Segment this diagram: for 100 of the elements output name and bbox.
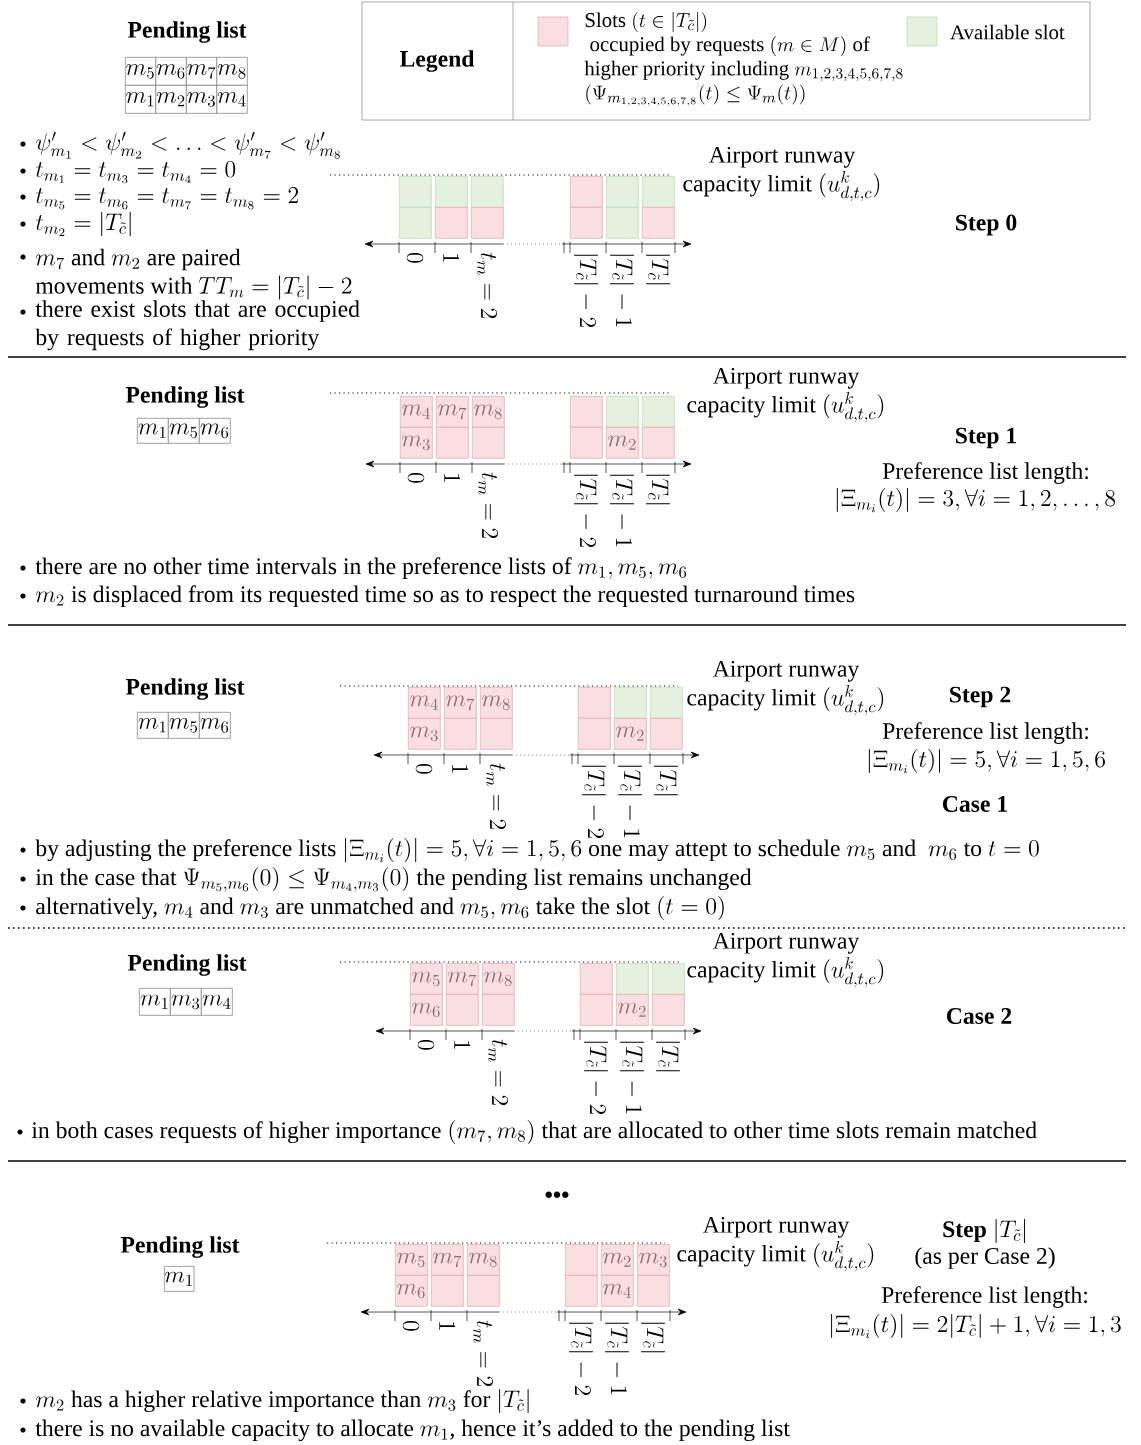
- slot-box: [471, 176, 504, 208]
- tick-label: $t_m = 2$: [486, 763, 506, 830]
- slot-box: [471, 207, 504, 239]
- step-heading: Step 1: [956, 427, 1016, 449]
- slot-box: $m_4$: [400, 396, 433, 428]
- slot-box: $m_8$: [472, 396, 505, 428]
- tick-label: $1$: [439, 1322, 456, 1330]
- slot-box: [570, 396, 603, 428]
- pending-list-heading: Pending list: [127, 21, 247, 43]
- pending-list-cell: $m_7$: [186, 57, 218, 86]
- preference-label: Preference list length:: [881, 1286, 1087, 1308]
- tick-label: $|T_{\tilde{c}}| - 1$: [618, 765, 642, 838]
- tick-label: $|T_{\tilde{c}}| - 2$: [574, 254, 598, 328]
- slot-box: [570, 207, 603, 239]
- pending-list-cell: $m_1$: [164, 1266, 195, 1292]
- bullet-text: $m_2\text{ has a higher relative importance than }m_3\text{ for }|T_{\tilde{c}}|$: [36, 1389, 529, 1413]
- slot-box: $m_2$: [616, 994, 649, 1026]
- bullet-text: $t_{m_2} = |T_{\tilde{c}}|$: [35, 212, 131, 237]
- slot-box: $m_2$: [606, 427, 639, 459]
- slot-box: [482, 994, 515, 1026]
- slot-box: [650, 718, 683, 750]
- slot-box: $m_4$: [601, 1275, 634, 1307]
- pending-list-cell: $m_2$: [155, 85, 187, 114]
- slot-box: [606, 396, 639, 428]
- legend-heading: Legend: [399, 50, 475, 72]
- tick-label: $1$: [444, 474, 461, 482]
- pending-list-heading: Pending list: [125, 386, 245, 408]
- capacity-label: $\begin{array}{c}\text{Airport runway}\\ \text{capacity limit }(u^k_{d,t,c})\end{array}$: [687, 660, 884, 716]
- slot-box: [616, 963, 649, 995]
- slot-box: [606, 176, 639, 208]
- slot-box: [399, 207, 432, 239]
- slot-box: $m_7$: [431, 1244, 464, 1276]
- formula: $|\Xi_{m_i}(t)| = 3, \forall i = 1, 2, \ldots, 8$: [836, 487, 1115, 513]
- step-heading: $\text{Step }|T_{\tilde{c}}|$: [943, 1219, 1026, 1243]
- slot-box: [467, 1275, 500, 1307]
- slot-box: $m_6$: [395, 1275, 428, 1307]
- slot-box: [642, 207, 675, 239]
- slot-box: $m_8$: [467, 1244, 500, 1276]
- slot-box: [436, 427, 469, 459]
- bullet-text: $\text{there are no other time intervals in the preference lists of }m_1, m_5, m_6$: [35, 557, 687, 580]
- slot-box: $m_3$: [637, 1244, 670, 1276]
- capacity-label: $\begin{array}{c}\text{Airport runway}\\ \text{capacity limit }(u^k_{d,t,c})\end{array}$: [687, 932, 884, 988]
- slot-box: [580, 994, 613, 1026]
- slot-box: $m_5$: [395, 1244, 428, 1276]
- tick-label: $1$: [443, 254, 460, 262]
- bullet-text: $m_2\text{ is displaced from its requested time so as to respect the requested turnaround times}$: [36, 585, 855, 608]
- tick-label: $|T_{\tilde{c}}|$: [654, 765, 678, 796]
- slot-box: [637, 1275, 670, 1307]
- tick-label: $t_m = 2$: [488, 1039, 508, 1106]
- slot-box: $m_2$: [614, 718, 647, 750]
- formula: $|\Xi_{m_i}(t)| = 2|T_{\tilde{c}}| + 1, \forall i = 1, 3$: [831, 1314, 1121, 1339]
- pending-list-heading: Pending list: [125, 678, 245, 700]
- pending-list-cell: $m_5$: [168, 418, 200, 444]
- pending-list-cell: $m_1$: [139, 988, 171, 1016]
- preference-label: Preference list length:: [882, 722, 1088, 744]
- pending-list-heading: Pending list: [120, 1236, 240, 1258]
- bullet-text: $\text{by adjusting the preference lists }|\Xi_{m_i}(t)| = 5, \forall i = 1, 5, 6\text{ one may attept to schedule }m_5\text{ and }\ m_6\text{ to }t = 0$: [35, 838, 1039, 863]
- tick-label: $t_m = 2$: [473, 1320, 493, 1387]
- slot-box: [399, 176, 432, 208]
- pending-list-cell: $m_1$: [125, 85, 157, 114]
- slot-box: [650, 687, 683, 719]
- slot-box: [565, 1275, 598, 1307]
- formula: $|\Xi_{m_i}(t)| = 5, \forall i = 1, 5, 6$: [868, 749, 1105, 774]
- pending-list-cell: $m_6$: [199, 418, 231, 444]
- bullet-text: $\psi'_{m_1} < \psi'_{m_2} < \ldots < \psi'_{m_7} < \psi'_{m_8}$: [36, 131, 340, 159]
- slot-box: $m_8$: [482, 963, 515, 995]
- bullet-text: there exist slots that are occupied by requests of higher priority: [35, 300, 360, 351]
- slot-box: [570, 176, 603, 208]
- pending-list-cell: $m_6$: [155, 57, 187, 86]
- slot-box: [570, 427, 603, 459]
- slot-box: $m_3$: [400, 427, 433, 459]
- tick-label: $|T_{\tilde{c}}| - 2$: [574, 474, 598, 548]
- slot-box: [578, 718, 611, 750]
- tick-label: $0$: [407, 473, 425, 483]
- slot-box: $m_8$: [480, 687, 513, 719]
- slot-box: [614, 687, 647, 719]
- slot-box: [652, 963, 685, 995]
- slot-box: [642, 396, 675, 428]
- slot-box: $m_7$: [444, 687, 477, 719]
- pending-list-cell: $m_8$: [216, 57, 248, 86]
- case-heading: Case 1: [942, 796, 1007, 812]
- bullet-text: $\text{alternatively, }m_4\text{ and }m_3\text{ are unmatched and }m_5, m_6\text{ take the slot }(t = 0)$: [36, 896, 724, 920]
- legend-text: $\begin{array}{l}\text{Slots }(t \in |T_{\tilde{c}}|)\\ \text{ occupied by requests }(m \in M)\text{ of}\\ \text{higher priority including }m_{1,2,3,4,5,6,7,8}\\ (\Psi_{m_{1,2,3,4,5,6,7,8}}(t) \leq \Psi_m(t))\end{array}$: [584, 11, 903, 106]
- capacity-label: $\begin{array}{c}\text{Airport runway}\\ \text{capacity limit }(u^k_{d,t,c})\end{array}$: [687, 367, 884, 423]
- tick-label: $|T_{\tilde{c}}|$: [646, 254, 670, 285]
- bullet-text: $\text{there is no available capacity to allocate }m_1\text{, hence it's added to the pending list}$: [35, 1419, 790, 1442]
- preference-label: Preference list length:: [882, 462, 1088, 484]
- slot-box: [446, 994, 479, 1026]
- tick-label: $t_m = 2$: [477, 252, 497, 319]
- tick-label: $1$: [454, 1041, 471, 1049]
- slot-box: [578, 687, 611, 719]
- slot-box: [606, 207, 639, 239]
- tick-label: $|T_{\tilde{c}}| - 2$: [569, 1322, 593, 1396]
- pending-list-cell: $m_6$: [199, 712, 231, 739]
- slot-box: $m_7$: [446, 963, 479, 995]
- slot-box: [642, 427, 675, 459]
- slot-box: [435, 207, 468, 239]
- tick-label: $0$: [402, 1321, 420, 1331]
- bullet-text: $\text{in the case that }\Psi_{m_5,m_6}(0) \leq \Psi_{m_4,m_3}(0)\text{ the pending list remains unchanged}$: [35, 867, 752, 892]
- slot-box: $m_6$: [410, 994, 443, 1026]
